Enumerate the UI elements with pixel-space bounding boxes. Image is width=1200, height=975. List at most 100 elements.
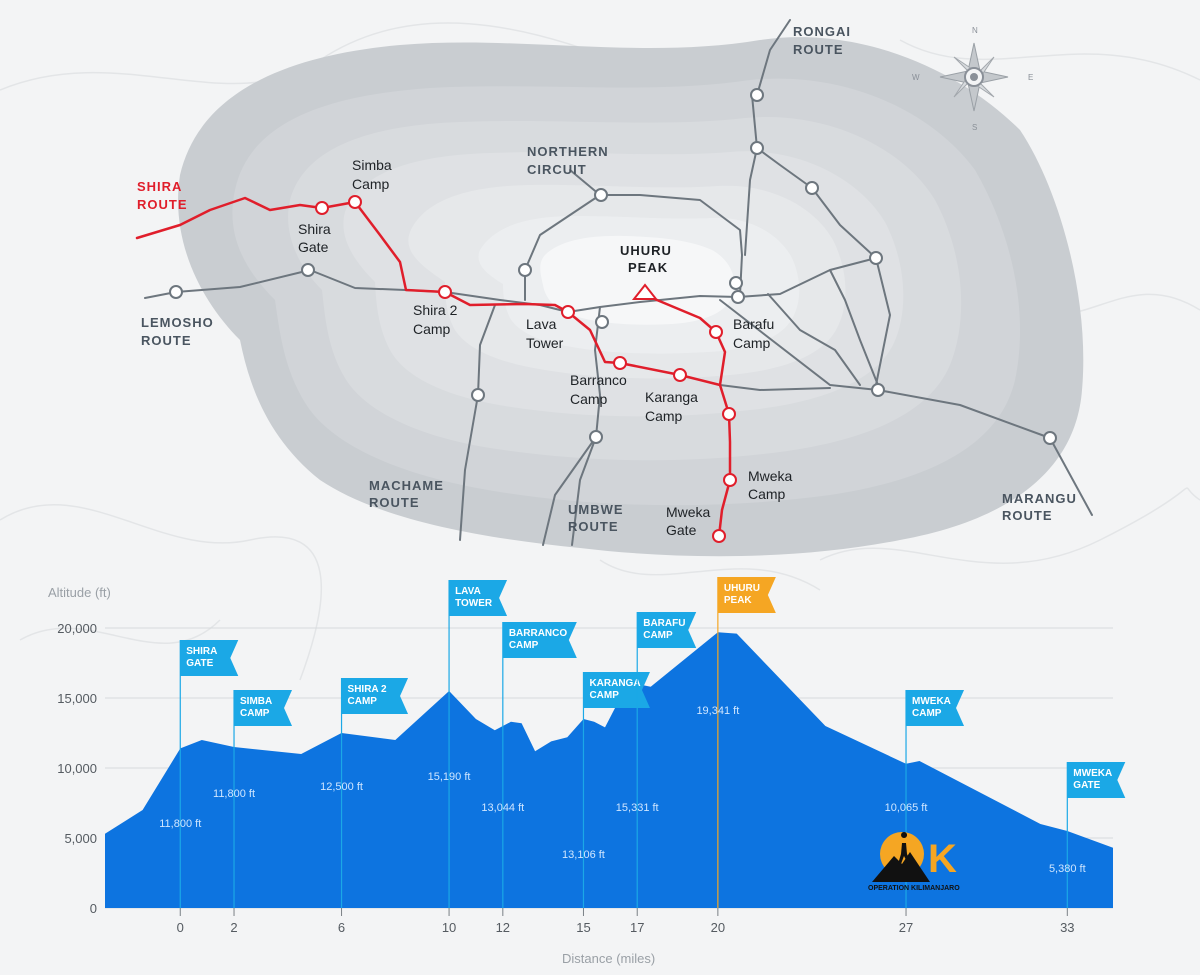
y-tick-label: 15,000 (57, 691, 97, 706)
x-tick-label: 2 (230, 920, 237, 935)
shira-route-path (135, 196, 732, 538)
x-tick-label: 33 (1060, 920, 1074, 935)
waypoint-marker (169, 285, 183, 299)
x-tick-label: 17 (630, 920, 644, 935)
waypoint-marker (750, 88, 764, 102)
flag-text: CAMP (589, 690, 619, 701)
y-tick-label: 0 (90, 901, 97, 916)
altitude-label: 15,190 ft (428, 771, 471, 783)
x-tick-label: 15 (576, 920, 590, 935)
flag-banner (341, 678, 409, 714)
flag-banner (234, 690, 293, 726)
waypoint-marker (518, 263, 532, 277)
summit-triangle-icon (631, 283, 659, 300)
y-tick-label: 10,000 (57, 761, 97, 776)
compass-s: S (972, 123, 977, 132)
altitude-label: 13,044 ft (481, 802, 524, 814)
flag-text: MWEKA (912, 696, 951, 707)
altitude-label: 5,380 ft (1049, 863, 1086, 875)
waypoint-marker (595, 315, 609, 329)
waypoint-marker (712, 529, 726, 543)
x-tick-label: 12 (496, 920, 510, 935)
waypoint-marker (1043, 431, 1057, 445)
flag-text: CAMP (912, 708, 942, 719)
mountain-relief (178, 37, 1084, 557)
waypoint-marker (805, 181, 819, 195)
flag-text: MWEKA (1073, 768, 1112, 779)
waypoint-marker (729, 276, 743, 290)
waypoints (169, 88, 1057, 543)
flag-text: KARANGA (589, 678, 640, 689)
flag-text: BARRANCO (509, 628, 568, 639)
waypoint-marker (722, 407, 736, 421)
flag-banner (717, 577, 776, 613)
altitude-label: 19,341 ft (696, 705, 739, 717)
waypoint-marker (315, 201, 329, 215)
flag-banner (449, 580, 508, 616)
waypoint-marker (471, 388, 485, 402)
compass-n: N (972, 26, 978, 35)
waypoint-marker (438, 285, 452, 299)
flag-text: SHIRA 2 (348, 684, 388, 695)
altitude-label: 13,106 ft (562, 849, 605, 861)
flag-text: SIMBA (240, 696, 272, 707)
waypoint-marker (709, 325, 723, 339)
flag-banner (583, 672, 650, 708)
flag-text: CAMP (240, 708, 270, 719)
waypoint-marker (723, 473, 737, 487)
flag-text: GATE (186, 658, 213, 669)
waypoint-marker (589, 430, 603, 444)
compass-w: W (912, 73, 920, 82)
x-tick-label: 27 (899, 920, 913, 935)
x-axis-title: Distance (miles) (562, 951, 655, 966)
waypoint-marker (869, 251, 883, 265)
flag-text: CAMP (509, 640, 539, 651)
y-tick-label: 5,000 (64, 831, 97, 846)
altitude-label: 11,800 ft (213, 788, 255, 800)
waypoint-marker (750, 141, 764, 155)
flag-banner (637, 612, 697, 648)
flag-text: CAMP (643, 630, 673, 641)
waypoint-marker (301, 263, 315, 277)
waypoint-marker (613, 356, 627, 370)
x-tick-label: 6 (338, 920, 345, 935)
flag-banner (502, 622, 577, 658)
flag-text: GATE (1073, 780, 1100, 791)
logo-text: OPERATION KILIMANJARO (868, 885, 960, 892)
logo-mountain-icon (872, 852, 930, 882)
waypoint-marker (348, 195, 362, 209)
x-tick-label: 20 (711, 920, 725, 935)
logo-hiker-icon (898, 832, 911, 864)
waypoint-marker (871, 383, 885, 397)
compass-e: E (1028, 73, 1033, 82)
altitude-label: 11,800 ft (159, 818, 201, 830)
